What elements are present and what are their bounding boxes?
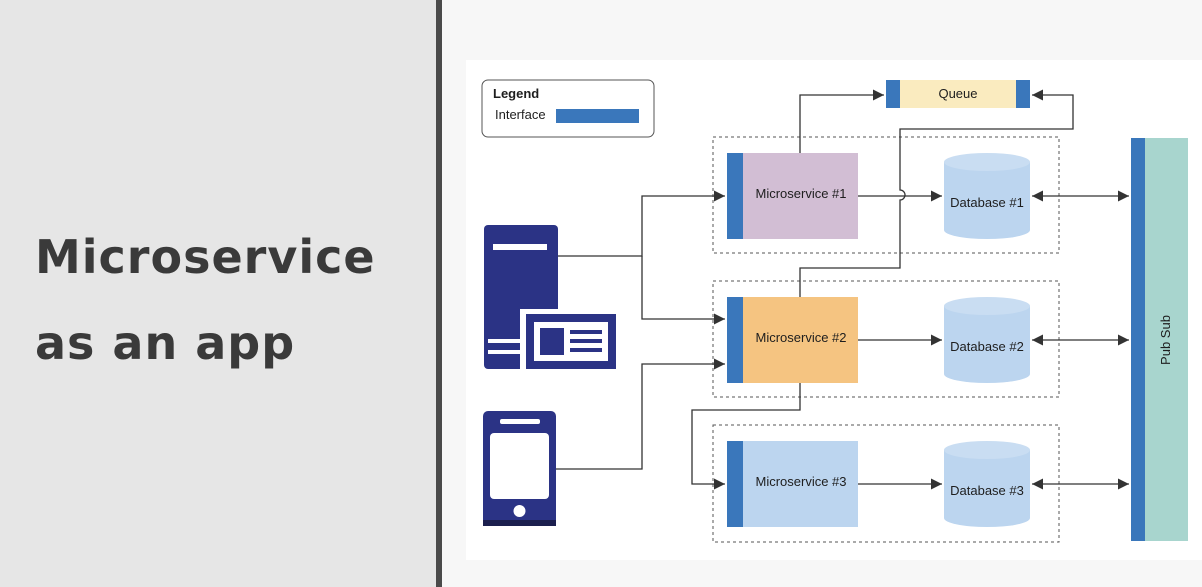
database-2-top	[944, 297, 1030, 315]
architecture-diagram: Legend Interface Queue Microservice #1 M…	[481, 79, 1188, 543]
database-3-body	[944, 450, 1030, 527]
desktop-screen-line-2	[570, 339, 602, 343]
microservice-2-box	[727, 297, 858, 383]
microservice-2-interface	[727, 297, 743, 383]
database-3-node: Database #3	[944, 441, 1030, 527]
microservice-1-box	[727, 153, 858, 239]
database-3-top	[944, 441, 1030, 459]
connector-desktop-to-ms1	[558, 190, 725, 257]
microservice-3-label: Microservice #3	[755, 474, 846, 489]
database-1-label: Database #1	[950, 195, 1024, 210]
mobile-client-icon	[483, 411, 556, 526]
desktop-screen-image	[540, 328, 564, 355]
database-2-label: Database #2	[950, 339, 1024, 354]
microservice-1-interface	[727, 153, 743, 239]
microservice-1-label: Microservice #1	[755, 186, 846, 201]
database-1-body	[944, 162, 1030, 239]
queue-interface-left	[886, 80, 900, 108]
microservice-1-node: Microservice #1	[727, 153, 858, 239]
queue-box	[886, 80, 1030, 108]
legend-interface-label: Interface	[495, 107, 546, 122]
desktop-tower-line-1	[488, 339, 520, 343]
slide-title-line-1: Microservice	[35, 230, 376, 284]
microservice-3-node: Microservice #3	[727, 441, 858, 527]
phone-speaker	[500, 419, 540, 424]
database-1-top	[944, 153, 1030, 171]
database-2-body	[944, 306, 1030, 383]
panel-divider	[436, 0, 442, 587]
database-2-node: Database #2	[944, 297, 1030, 383]
left-panel: Microservice as an app	[0, 0, 436, 587]
desktop-screen-line-1	[570, 330, 602, 334]
queue-interface-right	[1016, 80, 1030, 108]
microservice-3-box	[727, 441, 858, 527]
queue-label: Queue	[938, 86, 977, 101]
pub-sub-node: Pub Sub	[1131, 138, 1188, 541]
phone-screen	[490, 433, 549, 499]
pub-sub-interface	[1131, 138, 1145, 541]
microservice-2-label: Microservice #2	[755, 330, 846, 345]
legend-title: Legend	[493, 86, 539, 101]
connector-ms2-to-ms3	[691, 383, 801, 490]
legend: Legend Interface	[481, 79, 655, 138]
microservice-3-interface	[727, 441, 743, 527]
legend-interface-swatch	[556, 109, 639, 123]
database-1-node: Database #1	[944, 153, 1030, 239]
phone-base	[483, 520, 556, 526]
queue-node: Queue	[886, 80, 1030, 108]
diagram-area: Legend Interface Queue Microservice #1 M…	[466, 60, 1202, 560]
connector-mobile-to-ms2	[556, 358, 725, 470]
pub-sub-label: Pub Sub	[1158, 315, 1173, 365]
phone-home-button	[513, 505, 526, 517]
desktop-screen-line-3	[570, 348, 602, 352]
microservice-2-node: Microservice #2	[727, 297, 858, 383]
desktop-tower-line-2	[488, 350, 520, 354]
connector-desktop-to-ms2	[641, 256, 725, 325]
connector-ms1-to-queue	[799, 89, 884, 153]
desktop-client-icon	[484, 225, 618, 371]
desktop-tower-slot	[493, 244, 547, 250]
slide-title-line-2: as an app	[35, 316, 296, 370]
connector-ms2-to-queue	[799, 89, 1074, 297]
database-3-label: Database #3	[950, 483, 1024, 498]
